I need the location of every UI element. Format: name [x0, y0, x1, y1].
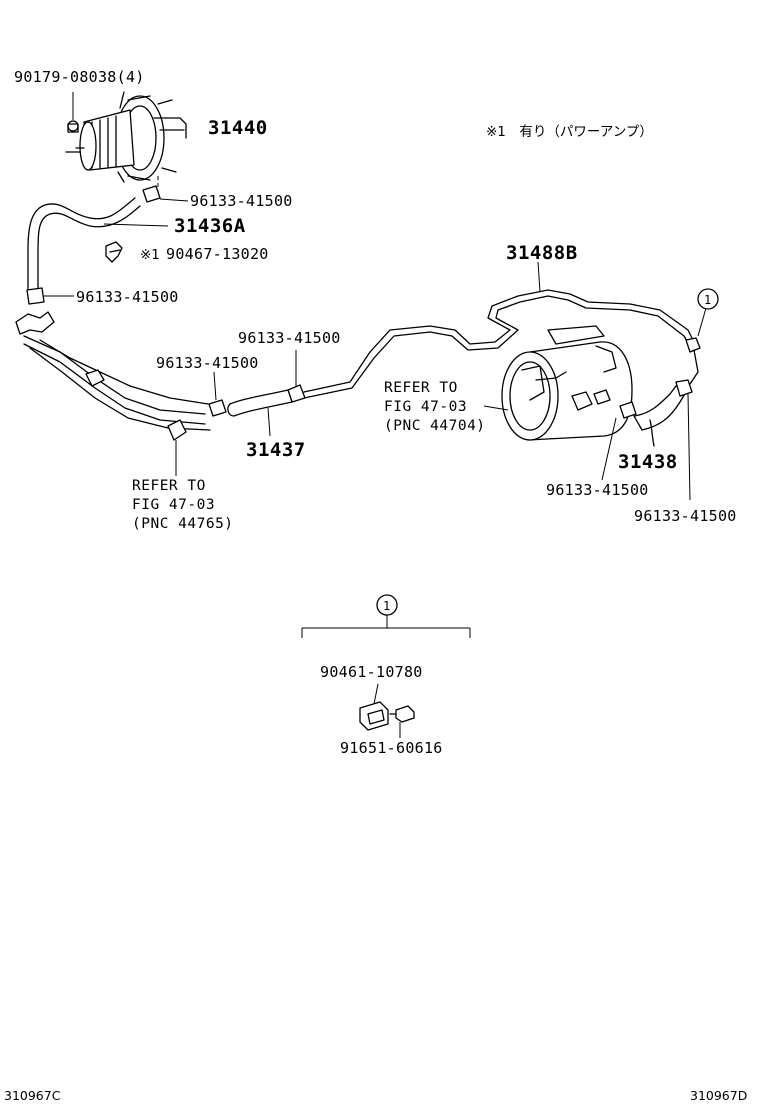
callout-bottom-number: 1 — [383, 599, 390, 613]
hose-clamp-mid-a — [208, 371, 227, 417]
bracket-group — [301, 615, 471, 738]
callout-circle-top — [697, 288, 719, 310]
vacuum-hose-right — [633, 385, 687, 447]
vacuum-pipe-long — [303, 261, 707, 399]
figure-id-right: 310967D — [690, 1088, 747, 1103]
hose-clamp-right-b — [675, 379, 693, 501]
label-clamp-right-b: 96133-41500 — [634, 507, 737, 525]
refer-left-line3: (PNC 44765) — [132, 516, 234, 532]
label-bolt: 91651-60616 — [340, 739, 443, 757]
refer-right-line3: (PNC 44704) — [384, 418, 486, 434]
label-clamp-right-a: 96133-41500 — [546, 481, 649, 499]
label-hose-right: 31438 — [618, 451, 678, 473]
label-pipe: 31488B — [506, 242, 578, 264]
vacuum-hose-upper — [27, 197, 169, 291]
label-booster: 31440 — [208, 117, 268, 139]
figure-id-left: 310967C — [4, 1088, 61, 1103]
callout-top-number: 1 — [704, 293, 711, 307]
label-hose-upper: 31436A — [174, 215, 246, 237]
refer-right-line1: REFER TO — [384, 380, 458, 396]
refer-right-line2: FIG 47-03 — [384, 399, 467, 415]
vacuum-tube-bundle — [15, 311, 211, 476]
hose-clamp-lower-left — [26, 287, 74, 305]
hose-clamp-booster — [142, 185, 189, 203]
label-clip: 90467-13020 — [166, 245, 269, 263]
hose-clamp-mid-b — [287, 350, 306, 403]
hose-clamp-right-a — [601, 401, 637, 481]
refer-left-line1: REFER TO — [132, 478, 206, 494]
clip-part — [105, 241, 123, 263]
note-text: ※1 有り（パワーアンプ） — [486, 124, 653, 140]
label-clamp-mid-a: 96133-41500 — [156, 354, 259, 372]
refer-left-line2: FIG 47-03 — [132, 497, 215, 513]
vacuum-hose-middle — [227, 389, 293, 437]
brake-booster-drawing — [65, 91, 187, 196]
label-clamp-lower: 96133-41500 — [76, 288, 179, 306]
label-nut-bolt: 90179-08038(4) — [14, 68, 145, 86]
label-clamp-mid-b: 96133-41500 — [238, 329, 341, 347]
label-hose-mid: 31437 — [246, 439, 306, 461]
label-clamp-booster: 96133-41500 — [190, 192, 293, 210]
label-clip-note: ※1 — [140, 247, 160, 263]
label-bracket: 90461-10780 — [320, 663, 423, 681]
charcoal-canister — [483, 325, 633, 441]
